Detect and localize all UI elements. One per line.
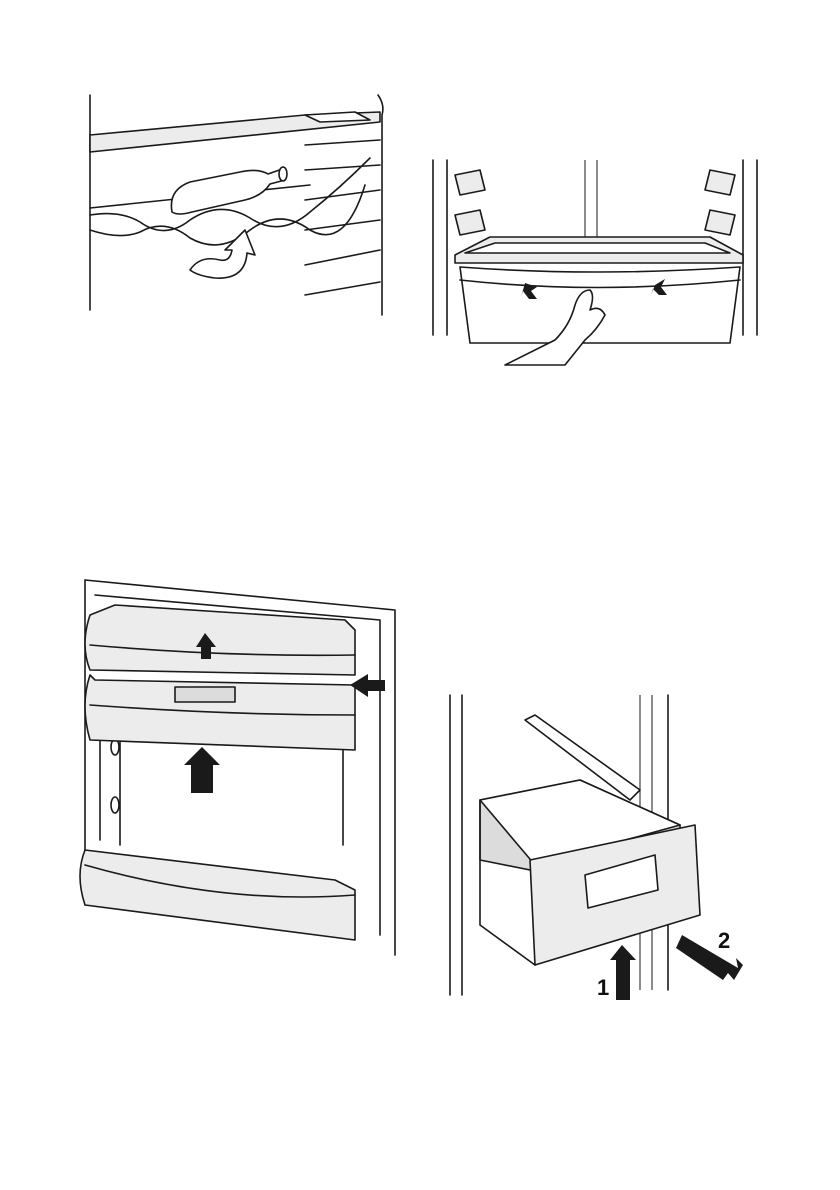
middle-balcony-handle bbox=[175, 687, 235, 702]
drawer-body bbox=[460, 267, 740, 343]
freezer-basket-illustration: 1 2 bbox=[440, 690, 750, 1010]
wall-ribs bbox=[305, 140, 380, 295]
crisper-drawer-illustration bbox=[425, 155, 765, 370]
wine-bottle bbox=[171, 167, 287, 214]
glass-cover-inner bbox=[465, 243, 730, 253]
wine-rack-illustration bbox=[80, 90, 390, 320]
crisper-drawer-svg bbox=[425, 155, 765, 370]
top-balcony bbox=[85, 605, 355, 675]
diagonal-arrow-icon bbox=[676, 935, 743, 980]
step-label-2: 2 bbox=[718, 928, 730, 953]
curved-up-arrow-icon bbox=[190, 230, 255, 278]
wall-supports bbox=[455, 170, 735, 235]
bottom-balcony bbox=[80, 850, 355, 940]
up-arrow-icon bbox=[184, 747, 220, 793]
door-balcony-illustration bbox=[75, 575, 405, 960]
up-arrow-icon bbox=[610, 945, 636, 1000]
freezer-basket-svg: 1 2 bbox=[440, 690, 750, 1010]
door-balcony-svg bbox=[75, 575, 405, 960]
step-label-1: 1 bbox=[597, 975, 609, 1000]
shelf-slot bbox=[111, 797, 119, 813]
wine-rack-svg bbox=[80, 90, 390, 320]
